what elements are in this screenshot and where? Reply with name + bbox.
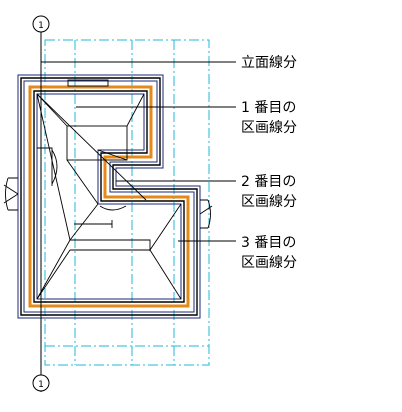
label-segment-1-line1: 1 番目の xyxy=(241,100,296,116)
annotation-labels: 立面線分 1 番目の 区画線分 2 番目の 区画線分 3 番目の 区画線分 xyxy=(241,55,297,271)
roof-ridge-lower xyxy=(36,203,182,300)
wall-inner-dark xyxy=(33,90,185,303)
door-right xyxy=(199,199,213,229)
elevation-marker-bottom: 1 xyxy=(38,380,44,390)
elevation-axis: 1 1 xyxy=(32,15,50,392)
elevation-marker-top-circle xyxy=(32,15,50,33)
roof-hip-3 xyxy=(97,149,128,161)
roof-ridge-upper xyxy=(66,125,128,161)
door-inner-1 xyxy=(37,147,58,186)
leader-lines xyxy=(41,61,236,242)
openings xyxy=(3,79,213,229)
door-left xyxy=(3,177,19,211)
roof-hip-7 xyxy=(36,93,71,241)
elevation-marker-top: 1 xyxy=(38,21,44,31)
label-segment-2-line1: 2 番目の xyxy=(241,174,296,190)
wall-blue-2 xyxy=(23,80,195,313)
window-top xyxy=(67,79,109,87)
wall-outer-blue xyxy=(17,74,201,319)
label-segment-1-line2: 区画線分 xyxy=(241,120,297,136)
roof-lines xyxy=(36,93,182,300)
label-segment-3-line1: 3 番目の xyxy=(241,235,296,251)
label-segment-3-line2: 区画線分 xyxy=(241,255,297,271)
label-segment-2-line2: 区画線分 xyxy=(241,194,297,210)
roof-hip-6 xyxy=(36,249,71,300)
roof-diag-long xyxy=(36,93,147,201)
label-elevation-line: 立面線分 xyxy=(241,55,297,71)
elevation-marker-bottom-circle xyxy=(32,374,50,392)
roof-hip-2 xyxy=(126,93,145,127)
roof-hip-4 xyxy=(66,159,99,205)
door-inner-2 xyxy=(74,205,127,228)
wall-orange-band xyxy=(28,85,190,308)
